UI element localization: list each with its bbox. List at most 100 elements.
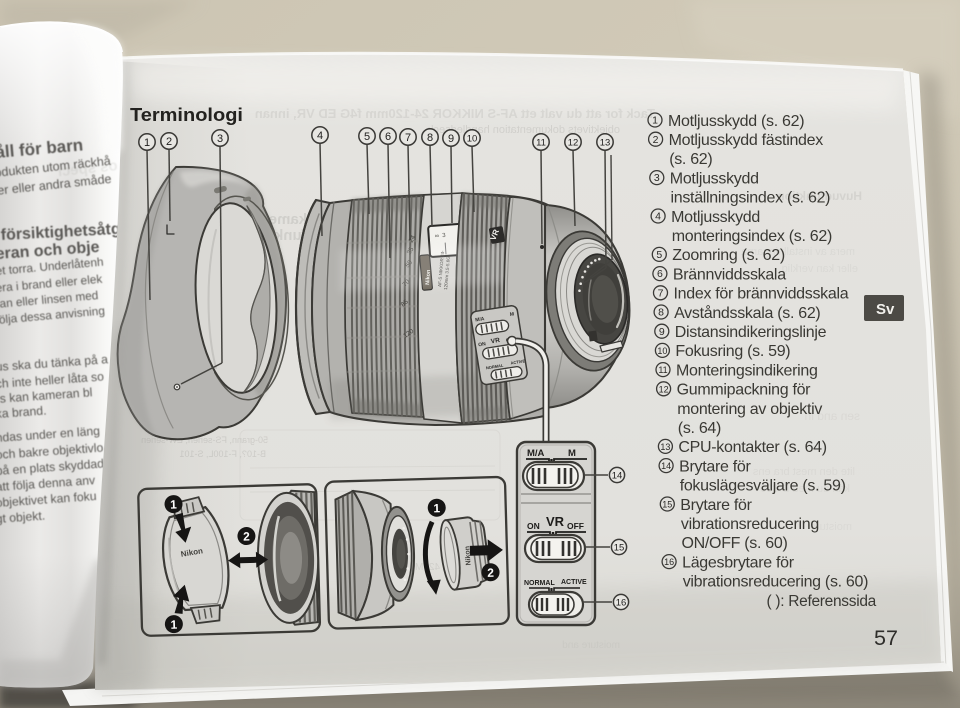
svg-text:6: 6 [657,268,663,280]
svg-text:3: 3 [217,133,223,145]
svg-text:85: 85 [400,298,410,308]
svg-text:Tack for att du valt ett AF-S: Tack for att du valt ett AF-S NIKKOR 24-… [255,106,655,121]
svg-text:15: 15 [662,500,672,510]
svg-text:7: 7 [405,132,411,144]
svg-text:(s. 62): (s. 62) [669,151,712,168]
svg-text:rs kan kameran bl: rs kan kameran bl [0,385,93,406]
svg-text:ACTIVE: ACTIVE [510,358,526,365]
svg-text:42. Manual: 42. Manual [391,562,440,573]
svg-text:Distansindikeringslinje: Distansindikeringslinje [675,324,827,341]
svg-text:Zoomring (s. 62): Zoomring (s. 62) [672,247,785,264]
svg-text:kan du med D 300: kan du med D 300 [760,483,850,495]
svg-text:Fokusring (s. 59): Fokusring (s. 59) [675,343,790,360]
svg-text:16: 16 [616,597,627,608]
svg-text:gt objekt.: gt objekt. [0,509,46,526]
svg-text:Index för brännviddsskala: Index för brännviddsskala [674,286,849,303]
svg-text:mera av installningarna: mera av installningarna [740,246,855,258]
svg-text:13: 13 [660,442,670,452]
svg-text:5: 5 [656,249,662,261]
svg-text:VR: VR [546,514,565,529]
svg-text:13: 13 [600,137,611,148]
svg-text:Gummipackning för: Gummipackning för [677,382,812,399]
svg-text:B-10?, F-100L, S-101: B-10?, F-100L, S-101 [179,449,266,459]
svg-text:∞ 3: ∞ 3 [435,233,447,240]
svg-text:CPU-kontakter (s. 64): CPU-kontakter (s. 64) [678,439,826,456]
svg-text:57: 57 [874,626,898,650]
svg-text:eller kan verklig: eller kan verklig [782,263,858,275]
svg-text:VR: VR [489,228,502,242]
svg-text:1: 1 [652,115,658,127]
svg-text:monteringsindex (s. 62): monteringsindex (s. 62) [672,228,832,245]
svg-text:VR: VR [490,337,500,345]
svg-text:2: 2 [653,134,659,146]
svg-text:15: 15 [614,542,625,553]
svg-text:os speci: os speci [57,157,118,180]
svg-text:Motljusskydd: Motljusskydd [670,170,759,187]
svg-text:inställningsindex (s. 62): inställningsindex (s. 62) [671,190,831,207]
svg-text:NORMAL: NORMAL [524,580,555,587]
svg-text:Brytare för: Brytare för [680,497,752,514]
svg-text:24: 24 [408,234,418,244]
svg-text:OFF: OFF [567,521,584,531]
svg-text:10: 10 [657,346,667,356]
svg-text:4: 4 [655,211,661,223]
svg-text:14: 14 [661,461,671,471]
svg-text:2: 2 [243,529,250,543]
svg-text:2: 2 [166,136,172,148]
svg-text:ON/OFF (s. 60): ON/OFF (s. 60) [682,535,788,552]
svg-text:4: 4 [317,130,323,142]
svg-text:fokuslägesväljare (s. 59): fokuslägesväljare (s. 59) [680,478,846,495]
svg-text:Terminologi: Terminologi [130,104,243,125]
svg-text:moisture and: moisture and [562,640,620,651]
svg-text:M: M [509,311,514,318]
svg-text:6: 6 [385,131,391,143]
svg-text:Avståndsskala (s. 62): Avståndsskala (s. 62) [674,304,820,322]
svg-text:10: 10 [467,133,478,144]
svg-text:( ): Referenssida: ( ): Referenssida [767,593,877,610]
svg-text:3: 3 [654,172,660,184]
svg-text:moisture: moisture [810,521,852,533]
svg-text:vibrationsreducering (s. 60): vibrationsreducering (s. 60) [683,574,868,591]
svg-text:Lägesbrytare för: Lägesbrytare för [682,554,795,571]
svg-text:Monteringsindikering: Monteringsindikering [676,362,818,379]
svg-text:ON: ON [527,521,540,531]
svg-text:sen and in: sen and in [805,409,860,423]
svg-text:vibrationsreducering: vibrationsreducering [681,516,819,533]
svg-text:7: 7 [658,287,664,299]
svg-text:M: M [568,448,576,459]
svg-text:lite den mest bra ens: lite den mest bra ens [752,466,855,478]
svg-text:Motljusskydd (s. 62): Motljusskydd (s. 62) [668,113,804,130]
svg-text:ACTIVE: ACTIVE [561,579,587,586]
svg-text:8: 8 [427,132,433,144]
svg-text:11: 11 [536,137,546,148]
svg-text:12: 12 [568,137,579,148]
svg-text:Huvudfunktion: Huvudfunktion [777,189,862,203]
svg-text:50-grann, FS-serien, EW-serien: 50-grann, FS-serien, EW-serien [141,435,268,445]
svg-text:Motljusskydd: Motljusskydd [671,209,760,226]
svg-text:8: 8 [658,307,664,319]
svg-text:16: 16 [664,557,674,567]
svg-text:M/A: M/A [475,316,485,323]
svg-text:1: 1 [433,501,440,515]
svg-text:ka brand.: ka brand. [0,403,47,421]
svg-text:NORMAL: NORMAL [486,363,505,371]
svg-text:2: 2 [487,566,494,580]
svg-text:M/A: M/A [527,448,545,459]
svg-text:5: 5 [364,131,370,143]
svg-text:Sv: Sv [876,301,895,318]
svg-text:Brytare för: Brytare för [679,458,751,475]
svg-text:12: 12 [659,384,669,394]
svg-text:1: 1 [170,618,177,632]
svg-text:Nikon: Nikon [464,546,473,566]
svg-text:11: 11 [658,365,667,375]
svg-text:(s. 64): (s. 64) [678,420,721,437]
svg-text:1: 1 [144,137,150,149]
svg-text:9: 9 [659,326,665,338]
svg-text:Brännviddsskala: Brännviddsskala [673,266,786,283]
svg-text:9: 9 [448,133,454,145]
svg-text:ON: ON [478,341,487,348]
svg-text:Nikon: Nikon [180,546,204,559]
svg-text:1: 1 [170,497,177,511]
svg-text:Motljusskydd fästindex: Motljusskydd fästindex [669,132,824,149]
svg-text:14: 14 [612,470,623,481]
